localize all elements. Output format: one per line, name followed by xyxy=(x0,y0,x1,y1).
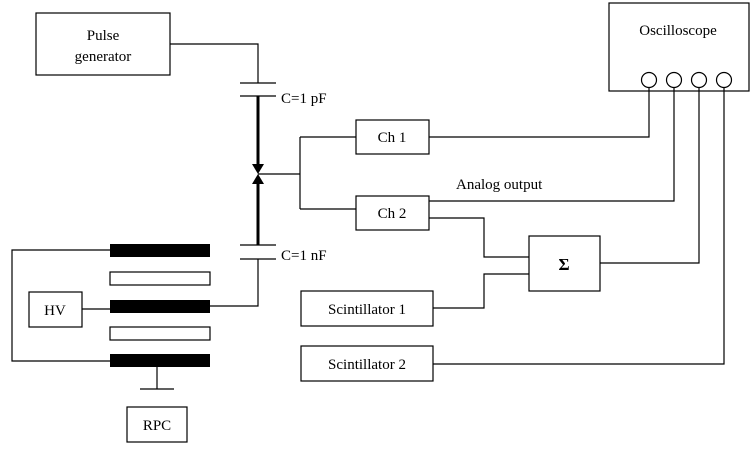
capacitor-bottom xyxy=(240,244,276,260)
rpc-plate-top xyxy=(110,244,210,257)
capacitor-bottom-label: C=1 nF xyxy=(281,248,327,264)
pulse-generator-block: Pulse generator xyxy=(35,12,171,76)
wire-sum-to-scope xyxy=(600,88,700,264)
rpc-block: RPC xyxy=(126,406,188,443)
oscilloscope-label: Oscilloscope xyxy=(639,23,717,39)
scope-input-1-icon xyxy=(640,71,658,89)
rpc-plate-middle xyxy=(110,300,210,313)
wire-scint1-to-sum xyxy=(433,273,529,309)
wire-pulse-to-cap xyxy=(170,43,259,83)
wire-ch2-analog-to-scope xyxy=(429,88,675,202)
ch1-block: Ch 1 xyxy=(355,119,430,155)
arrow-down-icon xyxy=(252,164,264,174)
hv-block: HV xyxy=(28,291,83,328)
scope-input-4-icon xyxy=(715,71,733,89)
hv-label: HV xyxy=(44,303,66,319)
pulse-generator-label-line1: Pulse xyxy=(87,28,120,44)
rpc-plates xyxy=(109,244,211,367)
rpc-gap-bottom xyxy=(109,326,211,341)
pulse-generator-label-line2: generator xyxy=(75,49,132,65)
wire-outer-plates xyxy=(11,249,110,362)
capacitor-top xyxy=(240,82,276,97)
sum-block: Σ xyxy=(528,235,601,292)
wires xyxy=(11,43,725,390)
scope-input-3-icon xyxy=(690,71,708,89)
rpc-gap-top xyxy=(109,271,211,286)
scintillator-2-label: Scintillator 2 xyxy=(328,357,406,373)
ch2-label: Ch 2 xyxy=(378,206,407,222)
wire-cap-to-plate xyxy=(210,259,259,307)
sigma-label: Σ xyxy=(558,255,569,274)
arrow-up-icon xyxy=(252,174,264,184)
wire-ch1-to-scope xyxy=(429,88,650,138)
scope-input-2-icon xyxy=(665,71,683,89)
ch2-block: Ch 2 xyxy=(355,195,430,231)
capacitor-top-label: C=1 pF xyxy=(281,91,327,107)
ch1-label: Ch 1 xyxy=(378,130,407,146)
wire-ch2-to-sum xyxy=(429,217,529,258)
oscilloscope-block: Oscilloscope xyxy=(608,2,750,92)
scintillator-1-block: Scintillator 1 xyxy=(300,290,434,327)
analog-output-label: Analog output xyxy=(456,177,543,193)
rpc-label: RPC xyxy=(143,418,171,434)
rpc-plate-bottom xyxy=(110,354,210,367)
scintillator-2-block: Scintillator 2 xyxy=(300,345,434,382)
wire-scint2-to-scope xyxy=(433,88,725,365)
scintillator-1-label: Scintillator 1 xyxy=(328,302,406,318)
